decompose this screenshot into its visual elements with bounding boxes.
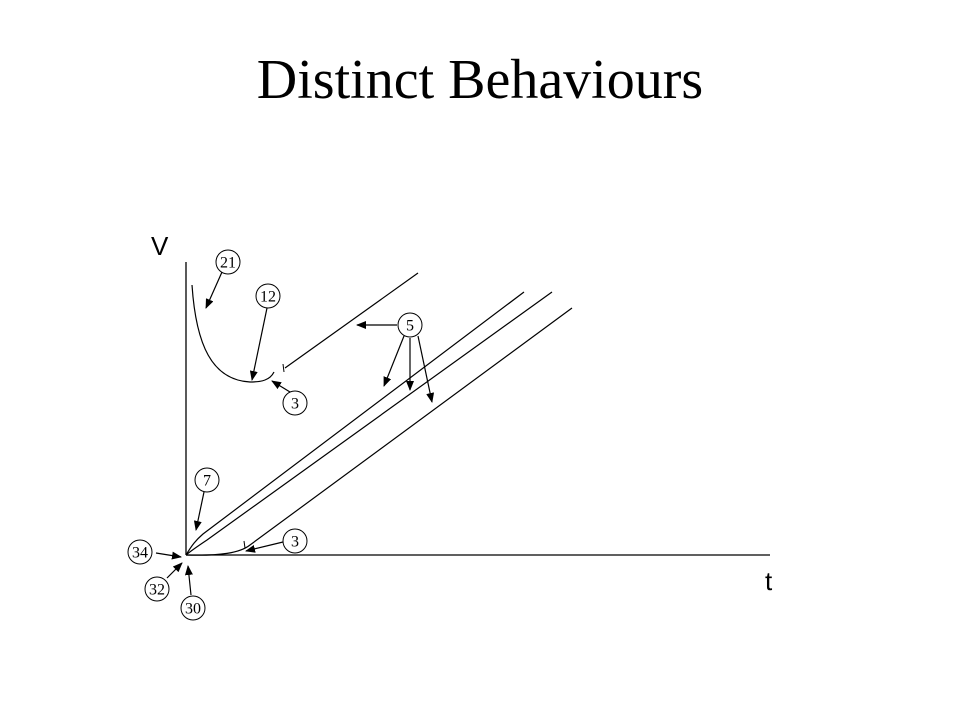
y-axis-label: V (151, 231, 169, 261)
arrow-32 (166, 562, 183, 579)
arrow-21 (205, 271, 223, 309)
callout-label-32: 32 (149, 582, 165, 599)
arrow-34 (155, 551, 182, 560)
callout-label-12: 12 (260, 289, 276, 306)
decay-curve (191, 284, 275, 383)
arrow-7 (193, 491, 205, 531)
callout-circle-30 (180, 595, 206, 621)
arrow-3-lower (245, 541, 284, 553)
callout-label-5: 5 (406, 318, 414, 335)
callout-circle-32 (144, 576, 170, 602)
callout-circle-3-lower (282, 528, 308, 554)
lower-gap-tick (243, 540, 246, 549)
linear-line-2 (185, 291, 553, 556)
arrow-5-d (417, 335, 435, 403)
callout-label-30: 30 (185, 601, 201, 618)
callout-circle-3-upper (282, 390, 308, 416)
arrow-3-upper (271, 380, 291, 393)
arrow-12 (249, 307, 268, 381)
upper-gap-tick (282, 363, 285, 373)
callout-label-34: 34 (132, 545, 148, 562)
callout-circle-34 (127, 539, 153, 565)
arrow-5-b (383, 335, 405, 387)
callout-circle-5 (397, 312, 423, 338)
arrow-30 (184, 565, 193, 596)
callout-circle-12 (255, 283, 281, 309)
callout-circle-21 (215, 249, 241, 275)
callout-label-21: 21 (220, 255, 236, 272)
x-axis-label: t (765, 566, 773, 596)
callout-label-3-lower: 3 (291, 534, 299, 551)
upper-linear-line (284, 272, 419, 369)
callout-circle-7 (194, 467, 220, 493)
linear-line-3 (185, 307, 573, 556)
callout-label-7: 7 (203, 473, 211, 490)
linear-line-1 (185, 291, 525, 556)
slide-title: Distinct Behaviours (256, 49, 704, 111)
callout-label-3-upper: 3 (291, 396, 299, 413)
